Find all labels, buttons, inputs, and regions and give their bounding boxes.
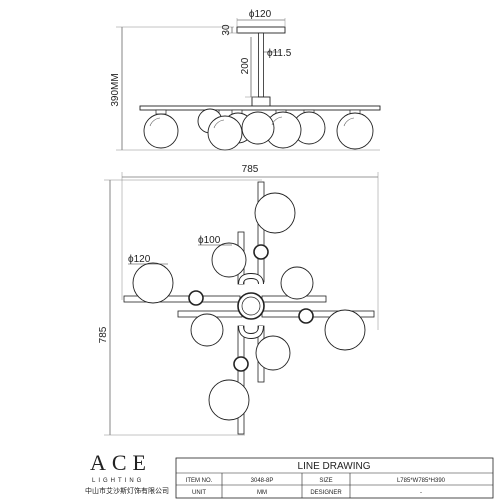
connector-ring [233,356,249,372]
brand-block: ACE LIGHTING 中山市艾沙斯灯饰有限公司 [85,450,169,495]
company-name: 中山市艾沙斯灯饰有限公司 [85,486,169,495]
globe [211,242,247,278]
globe [280,266,314,300]
globe [208,379,250,421]
width-label: 785 [242,164,259,175]
globe [207,115,243,151]
connector-ring [298,308,314,324]
item-no-label: ITEM NO. [186,478,213,484]
rod [258,32,264,98]
globe [190,313,224,347]
connector-ring [188,290,204,306]
connector-ring [253,244,269,260]
canopy [236,26,286,34]
brand-logo: ACE [90,450,152,475]
globe-small-label: ϕ100 [198,235,221,246]
depth-label: 785 [98,326,109,343]
canopy-height-label: 30 [221,24,232,36]
unit-value: MM [257,490,267,496]
drawing-title: LINE DRAWING [298,461,371,472]
title-block: LINE DRAWING ITEM NO. 3048-8P SIZE L785*… [175,457,494,499]
top-view: 785 785 [98,164,379,436]
unit-label: UNIT [192,490,206,496]
globe [255,335,291,371]
globe [324,309,366,351]
size-label: SIZE [319,478,332,484]
rod-diameter-label: ϕ11.5 [267,48,292,59]
globe [241,111,275,145]
globe-large-label: ϕ120 [128,254,151,265]
side-elevation: 390MM 30 200 ϕ120 ϕ11.5 [110,9,381,151]
arm-bar [139,105,381,111]
globe [336,112,374,150]
globe [132,262,174,304]
globe [254,192,296,234]
size-value: L785*W785*H390 [397,478,446,484]
globe [143,113,179,149]
total-height-label: 390MM [110,73,121,106]
brand-tagline: LIGHTING [92,478,144,484]
rod-length-label: 200 [240,57,251,74]
designer-value: - [420,490,422,496]
designer-label: DESIGNER [310,490,342,496]
item-no-value: 3048-8P [251,478,274,484]
canopy-diameter-label: ϕ120 [249,9,272,20]
